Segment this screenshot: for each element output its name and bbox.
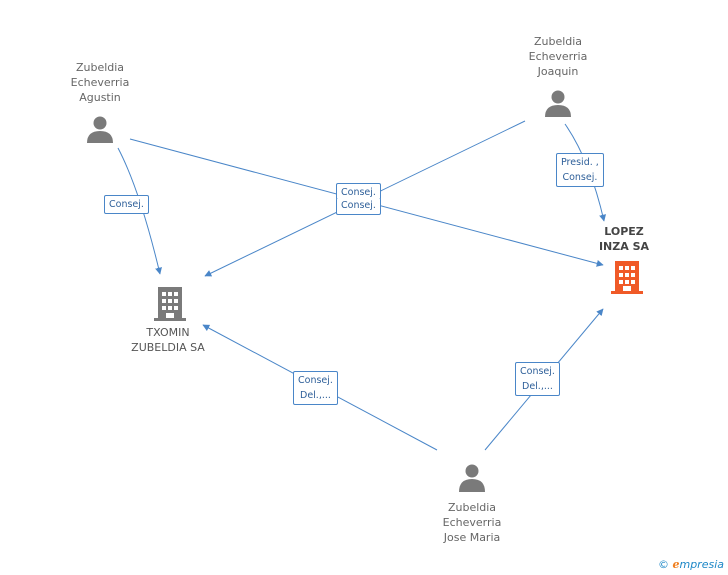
empresia-watermark: © empresia (658, 558, 724, 571)
person-icon[interactable] (459, 464, 485, 493)
person-label-joaquin[interactable]: Zubeldia Echeverria Joaquin (528, 35, 588, 78)
company-label-txomin[interactable]: TXOMIN ZUBELDIA SA (131, 326, 205, 354)
company-label-lopez[interactable]: LOPEZ INZA SA (598, 225, 650, 253)
person-label-agustin[interactable]: Zubeldia Echeverria Agustin (70, 61, 130, 104)
edge-label-josemaria-lopez: Consej. Del.,... (515, 362, 560, 396)
building-icon-focus[interactable] (611, 261, 643, 294)
edge-label-joaquin-lopez: Presid. , Consej. (556, 153, 604, 187)
copyright-icon: © (657, 558, 669, 571)
edge-label-agustin-lopez: Consej. (336, 183, 381, 200)
edge-label-josemaria-txomin: Consej. Del.,... (293, 371, 338, 405)
brand-name: mpresia (679, 558, 724, 571)
edge-label-agustin-txomin: Consej. (104, 195, 149, 214)
edge-label-joaquin-txomin: Consej. (336, 198, 381, 215)
building-icon[interactable] (154, 287, 186, 321)
person-icon[interactable] (545, 90, 571, 118)
person-icon[interactable] (87, 116, 113, 144)
brand-initial: e (672, 558, 680, 571)
person-label-josemaria[interactable]: Zubeldia Echeverria Jose Maria (442, 501, 502, 544)
